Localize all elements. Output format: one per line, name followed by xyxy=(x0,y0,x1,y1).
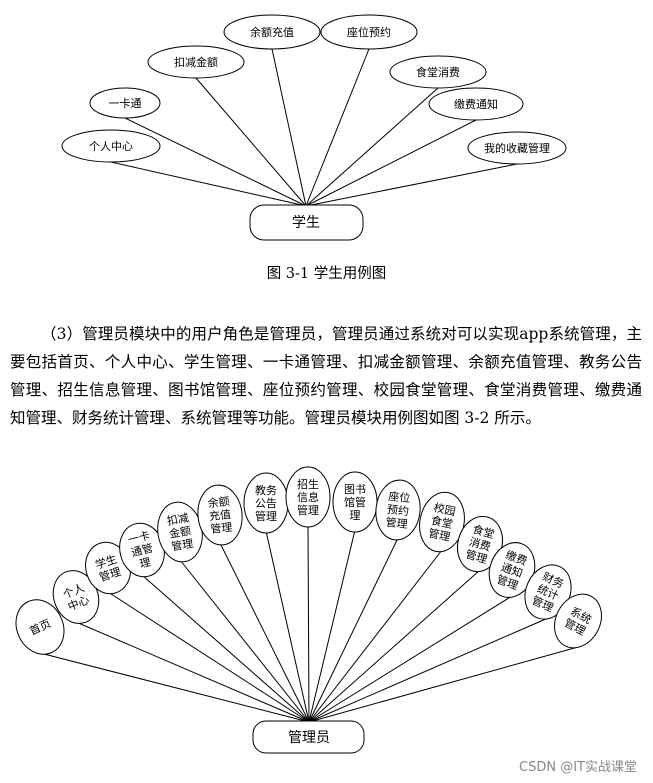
figure-caption-3-1: 图 3-1 学生用例图 xyxy=(266,266,387,282)
use-case: 座位预约管理 xyxy=(375,479,421,541)
association-line xyxy=(305,48,370,207)
use-case-label: 管理 xyxy=(170,536,194,554)
use-case-label: 食堂 xyxy=(471,522,496,542)
actor-label: 学生 xyxy=(292,215,320,231)
actor-box xyxy=(249,204,364,241)
use-case-ellipse xyxy=(15,599,65,655)
use-case-label: 理 xyxy=(350,509,361,522)
use-case-label: 教务 xyxy=(255,484,277,497)
association-line xyxy=(308,549,443,723)
use-case-label: 学生 xyxy=(93,552,118,572)
use-case-label: 管理 xyxy=(255,509,277,523)
admin-use-case-diagram: 首页个人中心学生管理一卡通管理扣减金额管理余额充值管理教务公告管理招生信息管理图… xyxy=(15,466,602,754)
association-line xyxy=(141,574,310,723)
use-case-ellipse xyxy=(554,593,602,649)
association-line xyxy=(307,524,310,723)
use-case-ellipse xyxy=(419,491,465,553)
use-case-ellipse xyxy=(428,87,524,121)
use-case-label: 金额 xyxy=(168,523,192,541)
use-case-ellipse xyxy=(89,87,161,119)
csdn-watermark: CSDN @IT实战课堂 xyxy=(519,760,637,775)
use-case: 缴费通知管理 xyxy=(488,542,536,598)
use-case-ellipse xyxy=(147,45,245,79)
use-case-label: 图书 xyxy=(344,483,366,496)
use-case-label: 座位预约 xyxy=(347,25,391,39)
association-line xyxy=(265,530,310,723)
use-case: 教务公告管理 xyxy=(243,472,289,534)
use-case-label: 公告 xyxy=(255,497,277,510)
association-line xyxy=(75,621,310,723)
use-case-label: 管理 xyxy=(427,526,451,544)
association-line xyxy=(308,537,399,723)
use-case-label: 缴费通知 xyxy=(454,97,498,111)
association-line xyxy=(195,77,307,207)
use-case-label: 食堂消费 xyxy=(416,65,460,79)
association-line xyxy=(308,529,356,723)
use-case-label: 消费 xyxy=(467,534,492,554)
use-case-ellipse xyxy=(197,484,243,546)
use-case-label: 座位 xyxy=(388,489,411,505)
use-case-label: 管理 xyxy=(464,547,489,567)
use-case-label: 信息 xyxy=(297,490,319,504)
association-line xyxy=(110,161,307,207)
use-case-ellipse xyxy=(223,14,321,50)
use-case-label: 校园 xyxy=(432,500,456,518)
use-case-label: 余额充值 xyxy=(250,25,294,39)
use-case: 一卡通管理 xyxy=(119,522,165,578)
use-case: 招生信息管理 xyxy=(285,466,331,528)
use-case-label: 扣减 xyxy=(166,510,190,528)
use-case-label: 一卡通 xyxy=(109,97,142,110)
association-line xyxy=(179,559,310,723)
use-case-ellipse xyxy=(285,466,331,528)
association-line xyxy=(219,542,310,723)
use-case: 个人中心 xyxy=(52,570,100,624)
use-case: 系统管理 xyxy=(554,593,602,649)
use-case: 图书馆管理 xyxy=(332,471,378,533)
use-case-label: 管理 xyxy=(297,503,319,517)
use-case: 校园食堂管理 xyxy=(419,491,465,553)
use-case: 扣减金额管理 xyxy=(157,501,203,563)
use-case-ellipse xyxy=(61,129,161,163)
use-case-label: 我的收藏管理 xyxy=(484,141,550,155)
association-line xyxy=(308,569,481,723)
use-case-label: 预约 xyxy=(386,503,409,518)
use-case-label: 管理 xyxy=(210,520,233,536)
use-case-label: 个人中心 xyxy=(89,140,133,153)
use-case: 余额充值管理 xyxy=(197,484,243,546)
use-case-label: 管理 xyxy=(97,564,122,584)
use-case-label: 理 xyxy=(138,555,152,570)
use-case-ellipse xyxy=(467,131,567,165)
use-case: 首页 xyxy=(15,599,65,655)
use-case-label: 招生 xyxy=(297,477,319,491)
use-case-ellipse xyxy=(320,14,418,50)
use-case-label: 通管 xyxy=(130,541,155,560)
use-case: 学生管理 xyxy=(85,541,131,595)
association-line xyxy=(271,48,307,207)
association-line xyxy=(124,117,307,207)
use-case: 财务统计管理 xyxy=(524,564,572,620)
use-case-label: 充值 xyxy=(208,507,231,523)
use-case-label: 余额 xyxy=(207,494,230,510)
association-line xyxy=(308,617,549,723)
use-case-ellipse xyxy=(389,55,487,89)
association-line xyxy=(305,163,518,207)
use-case-label: 食堂 xyxy=(430,513,454,531)
association-line xyxy=(308,646,579,723)
association-line xyxy=(39,652,310,723)
admin-module-paragraph: （3）管理员模块中的用户角色是管理员，管理员通过系统对可以实现app系统管理，主… xyxy=(10,325,642,427)
use-case-label: 馆管 xyxy=(344,495,366,509)
association-line xyxy=(305,119,477,207)
actor-label: 管理员 xyxy=(288,730,330,746)
use-case-label: 一卡 xyxy=(127,529,151,547)
use-case-label: 管理 xyxy=(385,515,408,531)
use-case-label: 扣减金额 xyxy=(174,55,218,69)
association-line xyxy=(107,591,310,723)
association-line xyxy=(308,595,513,723)
actor-box xyxy=(252,720,365,754)
use-case-ellipse xyxy=(375,479,421,541)
association-line xyxy=(305,87,439,207)
